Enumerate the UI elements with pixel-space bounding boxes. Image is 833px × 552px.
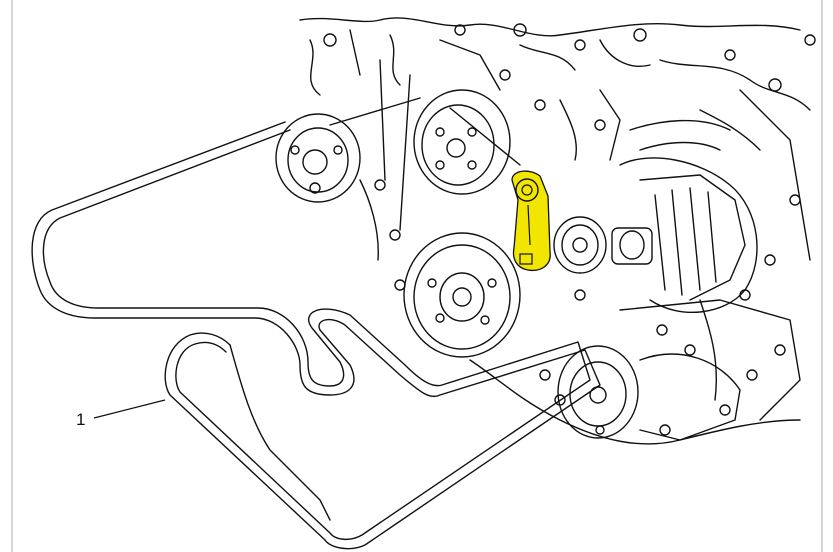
callout-label-1: 1 bbox=[76, 410, 86, 429]
engine-block bbox=[299, 17, 816, 445]
serpentine-belt-inner bbox=[42, 129, 591, 540]
belt-tensioner bbox=[511, 170, 551, 272]
callout-leader-1 bbox=[93, 399, 166, 419]
crankshaft-pulley bbox=[403, 232, 521, 358]
ac-compressor-pulley bbox=[557, 345, 741, 441]
generator bbox=[611, 157, 758, 313]
serpentine-belt bbox=[31, 121, 601, 550]
tensioner-pulley bbox=[553, 216, 607, 274]
upper-idler-pulley bbox=[413, 89, 511, 195]
power-steering-pulley bbox=[275, 113, 361, 203]
